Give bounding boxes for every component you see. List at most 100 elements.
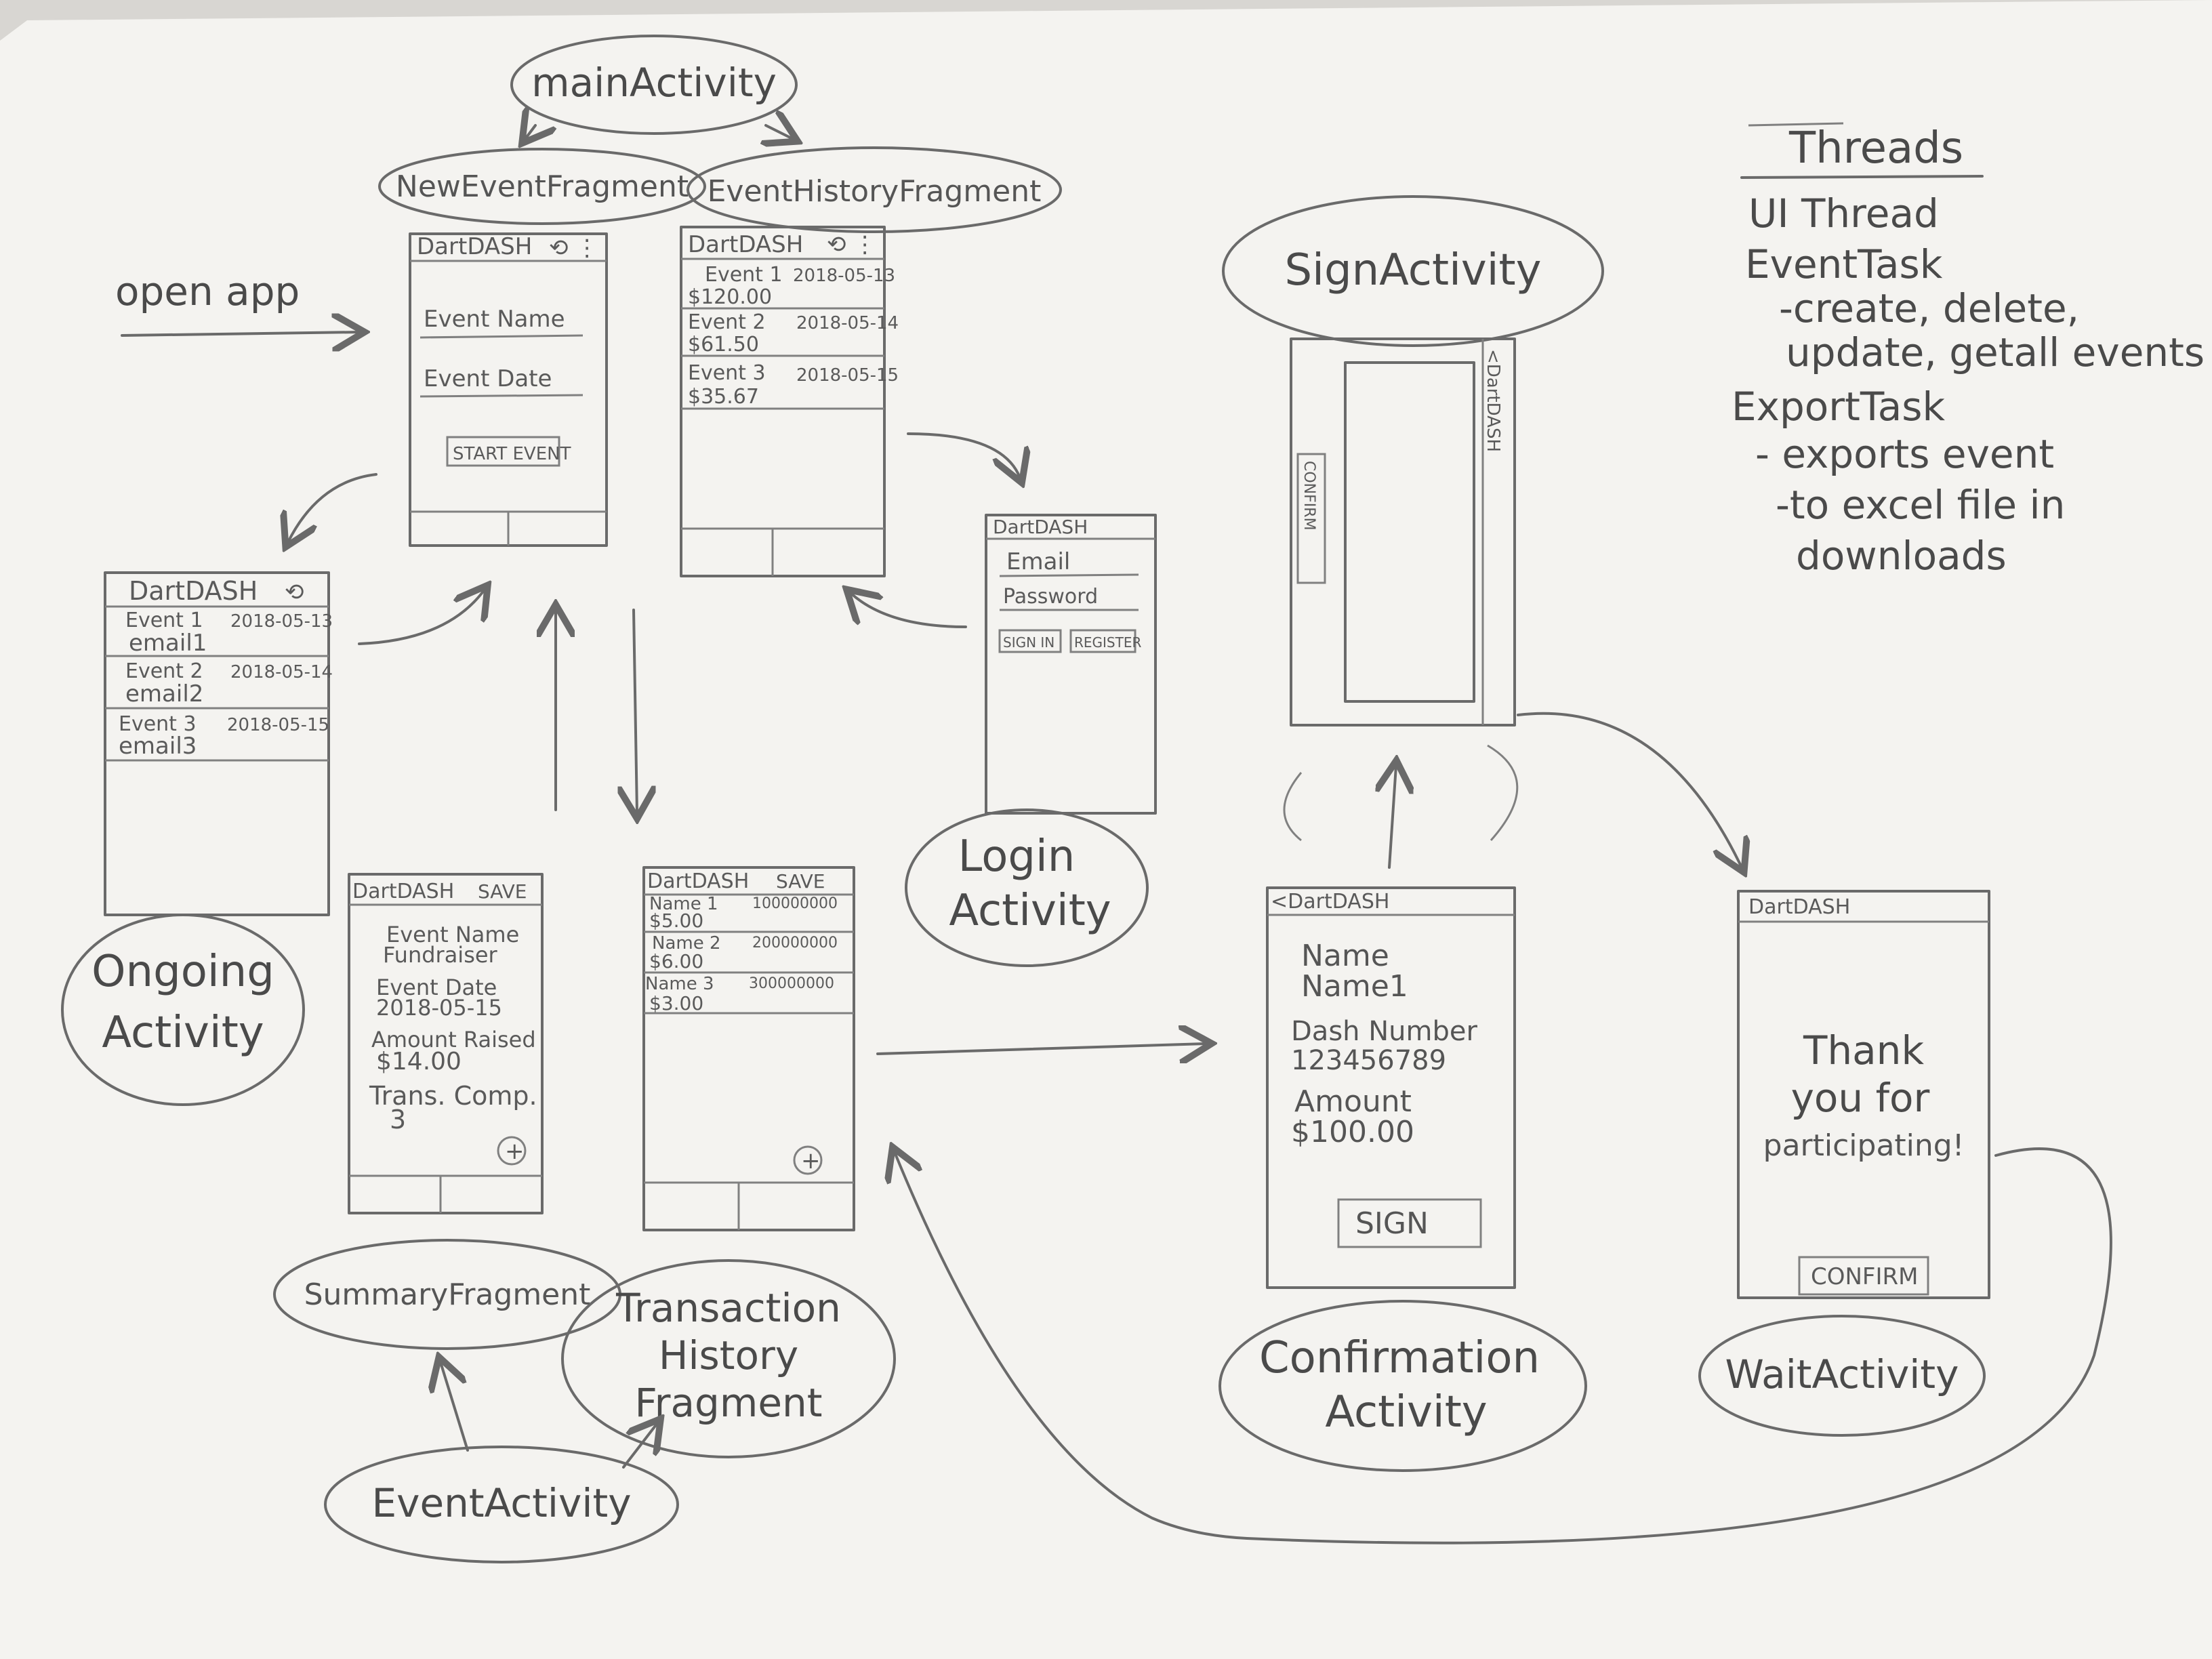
transaction-row[interactable]: Name 1 100000000 $5.00: [644, 894, 854, 933]
ongoing-row[interactable]: Event 1 2018-05-13 email1: [105, 609, 333, 657]
svg-text:2018-05-13: 2018-05-13: [230, 611, 333, 632]
svg-text:Ongoing: Ongoing: [91, 947, 274, 997]
svg-text:$120.00: $120.00: [688, 285, 772, 309]
svg-text:Threads: Threads: [1788, 123, 1963, 173]
save-button[interactable]: SAVE: [776, 870, 825, 893]
svg-text:participating!: participating!: [1763, 1128, 1965, 1163]
svg-text:DartDASH: DartDASH: [688, 231, 803, 258]
svg-text:START EVENT: START EVENT: [453, 444, 571, 464]
wait-activity-label: WaitActivity: [1698, 1315, 1986, 1437]
event-history-screen: DartDASH ⟲ ⋮ Event 1 2018-05-13 $120.00 …: [680, 226, 899, 577]
svg-text:SummaryFragment: SummaryFragment: [304, 1277, 591, 1312]
svg-text:Event 3: Event 3: [688, 361, 766, 385]
svg-text:Thank: Thank: [1803, 1027, 1924, 1073]
svg-text:Trans. Comp.: Trans. Comp.: [369, 1081, 537, 1111]
svg-text:History: History: [659, 1332, 798, 1378]
refresh-icon: ⟲ ⋮: [549, 234, 598, 262]
register-button[interactable]: [1069, 629, 1136, 653]
svg-text:Event Date: Event Date: [376, 975, 497, 1000]
svg-text:$100.00: $100.00: [1291, 1115, 1414, 1149]
svg-text:2018-05-14: 2018-05-14: [796, 313, 899, 333]
svg-text:SIGN IN: SIGN IN: [1003, 634, 1054, 651]
svg-text:Fragment: Fragment: [634, 1380, 822, 1426]
sign-activity-label: SignActivity: [1222, 195, 1604, 347]
login-activity-label: Login Activity: [905, 808, 1149, 967]
svg-text:+: +: [801, 1147, 821, 1174]
sign-in-button[interactable]: [998, 629, 1062, 653]
svg-text:Event Name: Event Name: [424, 306, 565, 333]
svg-text:EventActivity: EventActivity: [371, 1480, 631, 1526]
svg-text:2018-05-15: 2018-05-15: [796, 365, 899, 386]
wait-screen: DartDASH Thank you for participating! CO…: [1737, 890, 1990, 1299]
history-row[interactable]: Event 1 2018-05-13 $120.00: [681, 263, 895, 310]
confirm-button[interactable]: [1798, 1256, 1929, 1296]
svg-text:email1: email1: [129, 630, 207, 657]
signature-pad[interactable]: [1344, 361, 1475, 703]
svg-text:Event Date: Event Date: [424, 365, 552, 392]
svg-text:WaitActivity: WaitActivity: [1725, 1351, 1959, 1397]
transaction-row[interactable]: Name 3 300000000 $3.00: [644, 974, 854, 1015]
sign-button[interactable]: [1337, 1198, 1482, 1248]
svg-text:NewEventFragment: NewEventFragment: [396, 169, 689, 204]
new-event-screen: DartDASH ⟲ ⋮ Event Name Event Date START…: [409, 232, 608, 547]
refresh-icon: ⟲: [285, 579, 304, 606]
svg-text:REGISTER: REGISTER: [1074, 634, 1141, 651]
ongoing-row[interactable]: Event 3 2018-05-15 email3: [105, 712, 329, 762]
ongoing-screen: DartDASH ⟲ Event 1 2018-05-13 email1 Eve…: [104, 571, 333, 916]
password-field[interactable]: Password: [1003, 585, 1098, 609]
svg-text:-create, delete,: -create, delete,: [1779, 285, 2079, 331]
svg-text:Name 3: Name 3: [645, 974, 714, 994]
svg-text:EventHistoryFragment: EventHistoryFragment: [708, 174, 1042, 209]
svg-text:DartDASH: DartDASH: [417, 233, 532, 260]
svg-text:2018-05-13: 2018-05-13: [793, 266, 895, 286]
svg-text:Fundraiser: Fundraiser: [383, 942, 498, 968]
start-event-button[interactable]: [446, 436, 560, 467]
svg-text:Event 1: Event 1: [705, 263, 783, 287]
svg-text:-to excel file in: -to excel file in: [1776, 482, 2065, 528]
ongoing-activity-label: Ongoing Activity: [61, 914, 305, 1106]
svg-text:Confirmation: Confirmation: [1259, 1333, 1540, 1383]
svg-text:Activity: Activity: [1325, 1387, 1487, 1437]
svg-text:3: 3: [390, 1105, 406, 1134]
summary-fragment-label: SummaryFragment: [273, 1239, 621, 1350]
main-activity-label: mainActivity: [510, 35, 798, 135]
add-transaction-fab[interactable]: [793, 1145, 823, 1175]
svg-text:DartDASH: DartDASH: [1748, 895, 1850, 919]
event-history-fragment-label: EventHistoryFragment: [687, 146, 1062, 233]
svg-text:2018-05-14: 2018-05-14: [230, 662, 333, 682]
svg-text:SignActivity: SignActivity: [1285, 245, 1542, 295]
svg-text:- exports event: - exports event: [1755, 431, 2054, 477]
svg-text:downloads: downloads: [1796, 533, 2007, 579]
sign-screen: <DartDASH CONFIRM: [1290, 337, 1516, 726]
transaction-history-fragment-label: Transaction History Fragment: [561, 1259, 896, 1458]
svg-text:DartDASH: DartDASH: [647, 869, 749, 893]
transactions-screen: DartDASH SAVE Name 1 100000000 $5.00 Nam…: [642, 866, 855, 1231]
svg-text:$3.00: $3.00: [649, 992, 703, 1015]
svg-text:2018-05-15: 2018-05-15: [376, 995, 502, 1021]
svg-text:SIGN: SIGN: [1355, 1206, 1429, 1241]
svg-text:Activity: Activity: [949, 886, 1111, 936]
svg-text:Amount: Amount: [1294, 1084, 1412, 1119]
history-row[interactable]: Event 2 2018-05-14 $61.50: [681, 310, 899, 357]
svg-text:2018-05-15: 2018-05-15: [227, 715, 329, 735]
svg-text:mainActivity: mainActivity: [531, 60, 777, 106]
add-transaction-fab[interactable]: [497, 1136, 527, 1166]
svg-text:you for: you for: [1791, 1075, 1930, 1121]
history-row[interactable]: Event 3 2018-05-15 $35.67: [681, 361, 899, 410]
transaction-row[interactable]: Name 2 200000000 $6.00: [644, 933, 854, 974]
svg-text:CONFIRM: CONFIRM: [1811, 1263, 1918, 1290]
ongoing-row[interactable]: Event 2 2018-05-14 email2: [105, 659, 333, 710]
svg-text:300000000: 300000000: [749, 975, 834, 992]
confirmation-screen: <DartDASH Name Name1 Dash Number 1234567…: [1266, 886, 1516, 1289]
svg-text:Activity: Activity: [102, 1008, 264, 1058]
svg-text:Name 1: Name 1: [649, 894, 718, 914]
svg-text:Name 2: Name 2: [652, 933, 721, 954]
save-button[interactable]: SAVE: [478, 880, 527, 903]
confirmation-activity-label: Confirmation Activity: [1218, 1300, 1587, 1472]
confirm-button[interactable]: [1296, 453, 1326, 584]
email-field[interactable]: Email: [1006, 548, 1070, 575]
svg-text:Login: Login: [958, 832, 1076, 882]
svg-text:200000000: 200000000: [752, 935, 838, 951]
open-app-label: open app: [115, 268, 300, 314]
